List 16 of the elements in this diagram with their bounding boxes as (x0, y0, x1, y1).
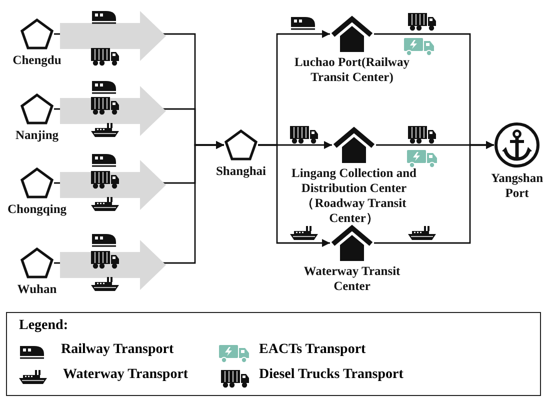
node-label: Luchao Port(Railway Transit Center) (294, 55, 410, 85)
node-label: Lingang Collection and Distribution Center （Roadway Transit Center） (290, 166, 418, 226)
node-label: Wuhan (17, 282, 57, 297)
node-label: Yangshan Port (490, 171, 544, 201)
node-label: Nanjing (15, 128, 59, 143)
node-label: Chengdu (12, 53, 62, 68)
connector-arrow (374, 141, 494, 244)
legend-label: Diesel Trucks Transport (259, 367, 404, 383)
legend-label: EACTs Transport (259, 342, 366, 358)
node-label: Chongqing (7, 202, 67, 217)
legend-title: Legend: (19, 318, 68, 334)
node-label: Waterway Transit Center (302, 264, 402, 294)
connector-arrow (258, 144, 330, 247)
node-label: Shanghai (216, 164, 266, 179)
legend-label: Waterway Transport (63, 367, 188, 383)
legend-label: Railway Transport (61, 342, 174, 358)
